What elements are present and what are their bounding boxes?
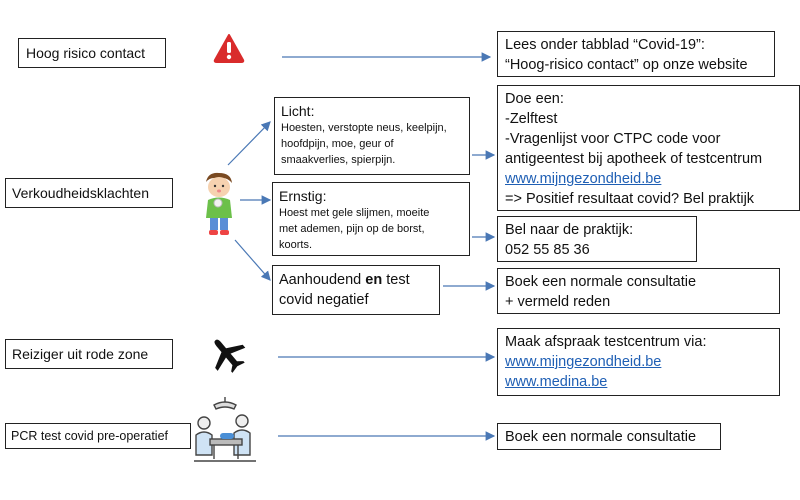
severe-line: met ademen, pijn op de borst, <box>279 223 425 235</box>
severe-box: Ernstig: Hoest met gele slijmen, moeite … <box>272 182 470 256</box>
light-result-line: -Vragenlijst voor CTPC code voor <box>505 131 721 147</box>
pcr-box: PCR test covid pre-operatief <box>5 423 191 449</box>
high-risk-result-line: “Hoog-risico contact” op onze website <box>505 57 748 73</box>
persist-result-line: + vermeld reden <box>505 294 611 310</box>
mijngezondheid-link[interactable]: www.mijngezondheid.be <box>505 171 662 187</box>
traveler-result-line: Maak afspraak testcentrum via: <box>505 334 707 350</box>
persist-line-1: Aanhoudend en test <box>279 270 410 290</box>
persist-post: test <box>382 272 410 288</box>
traveler-box: Reiziger uit rode zone <box>5 339 173 369</box>
severe-title: Ernstig: <box>279 188 327 204</box>
light-line: hoofdpijn, moe, geur of <box>281 138 394 150</box>
high-risk-result-box: Lees onder tabblad “Covid-19”: “Hoog-ris… <box>497 31 775 77</box>
severe-line: Hoest met gele slijmen, moeite <box>279 207 430 219</box>
surgery-icon <box>194 397 256 462</box>
high-risk-result-line: Lees onder tabblad “Covid-19”: <box>505 37 705 53</box>
severe-result-line: Bel naar de praktijk: <box>505 222 634 238</box>
phone-number: 052 55 85 36 <box>505 242 590 258</box>
light-line: Hoesten, verstopte neus, keelpijn, <box>281 122 447 134</box>
high-risk-label: Hoog risico contact <box>26 45 146 61</box>
mijngezondheid-link[interactable]: www.mijngezondheid.be <box>505 354 662 370</box>
arrow-cold-light <box>227 121 271 166</box>
persist-result-line: Boek een normale consultatie <box>505 274 697 290</box>
pcr-label: PCR test covid pre-operatief <box>11 429 169 443</box>
medina-link[interactable]: www.medina.be <box>505 374 608 390</box>
warning-icon <box>213 34 245 63</box>
cold-box: Verkoudheidsklachten <box>5 178 173 208</box>
light-line: smaakverlies, spierpijn. <box>281 154 396 166</box>
pcr-result-line: Boek een normale consultatie <box>505 429 697 445</box>
severe-line: koorts. <box>279 239 313 251</box>
pcr-result-box: Boek een normale consultatie <box>497 423 721 450</box>
high-risk-box: Hoog risico contact <box>18 38 166 68</box>
severe-result-box: Bel naar de praktijk: 052 55 85 36 <box>497 216 697 262</box>
persist-result-box: Boek een normale consultatie + vermeld r… <box>497 268 780 314</box>
traveler-result-box: Maak afspraak testcentrum via: www.mijng… <box>497 328 780 396</box>
light-result-box: Doe een: -Zelftest -Vragenlijst voor CTP… <box>497 85 800 211</box>
light-title: Licht: <box>281 103 315 119</box>
cold-label: Verkoudheidsklachten <box>12 185 149 201</box>
light-result-line: Doe een: <box>505 91 564 107</box>
persist-pre: Aanhoudend <box>279 272 366 288</box>
light-result-line: antigeentest bij apotheek of testcentrum <box>505 151 763 167</box>
persist-bold: en <box>365 272 383 288</box>
persist-line-2: covid negatief <box>279 292 369 308</box>
sick-child-icon <box>206 172 232 235</box>
light-result-line: -Zelftest <box>505 111 558 127</box>
light-box: Licht: Hoesten, verstopte neus, keelpijn… <box>274 97 470 175</box>
arrow-cold-persist <box>234 239 271 281</box>
light-result-last: => Positief resultaat covid? Bel praktij… <box>505 191 755 207</box>
persist-box: Aanhoudend en test covid negatief <box>272 265 440 315</box>
traveler-label: Reiziger uit rode zone <box>12 346 149 362</box>
airplane-icon <box>214 339 246 373</box>
